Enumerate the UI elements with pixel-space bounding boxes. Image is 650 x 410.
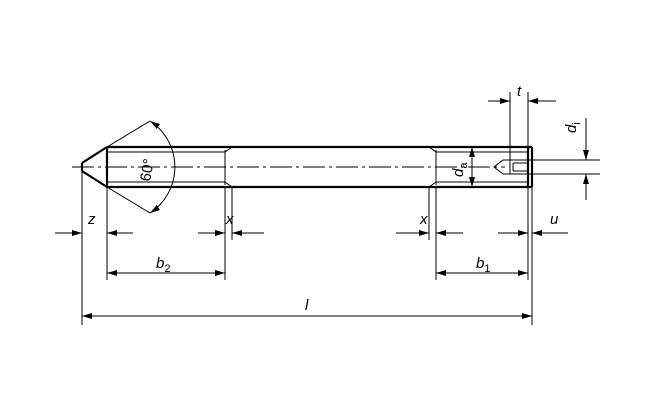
label-b2: b2	[156, 255, 170, 275]
label-x-right: x	[419, 211, 428, 228]
label-l: l	[305, 297, 309, 314]
extension-lines	[81, 92, 600, 325]
label-u: u	[550, 211, 559, 228]
label-t: t	[517, 83, 522, 100]
dimension-lines	[55, 98, 589, 319]
label-z: z	[87, 211, 96, 228]
label-x-left: x	[225, 211, 234, 228]
label-da: da	[450, 162, 470, 177]
label-di: di	[563, 122, 583, 133]
socket-hole	[493, 159, 528, 175]
label-b1: b1	[476, 255, 490, 275]
label-angle: 60°	[137, 157, 158, 182]
